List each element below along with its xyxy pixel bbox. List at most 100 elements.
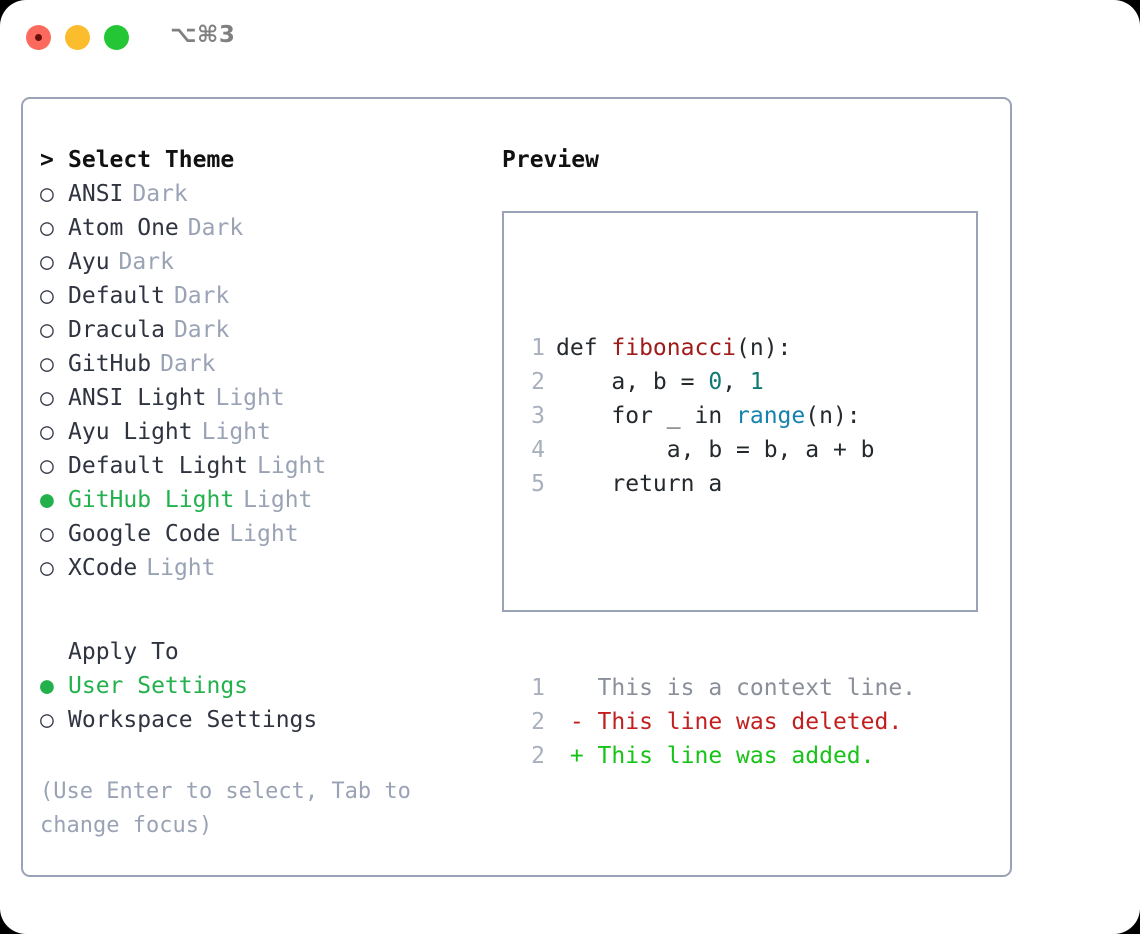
- theme-name: GitHub Light: [68, 487, 235, 513]
- radio-selected-icon[interactable]: ●: [40, 673, 54, 699]
- theme-list-item[interactable]: ○ Default Light Light: [40, 449, 480, 483]
- code-line-text: for _ in range(n):: [545, 399, 861, 433]
- theme-variant-tag: Dark: [173, 283, 230, 309]
- line-number: 2: [531, 369, 545, 395]
- code-token: ,: [722, 369, 750, 395]
- line-number: 2: [531, 743, 545, 769]
- radio-empty-icon[interactable]: ○: [40, 419, 54, 445]
- select-theme-header: > Select Theme: [40, 143, 480, 177]
- apply-to-option[interactable]: ● User Settings: [40, 669, 480, 703]
- theme-name: ANSI: [68, 181, 124, 207]
- code-token: (n):: [736, 335, 792, 361]
- theme-list-item[interactable]: ○ ANSI Dark: [40, 177, 480, 211]
- diff-line: 1 This is a context line.: [519, 671, 916, 705]
- theme-variant-tag: Light: [146, 555, 216, 581]
- theme-variant-tag: Dark: [118, 249, 174, 275]
- section-spacer: [40, 585, 480, 635]
- code-line-text: def fibonacci(n):: [545, 331, 791, 365]
- theme-name: Default Light: [68, 453, 249, 479]
- code-line-text: return a: [545, 467, 722, 501]
- title-bar: ⌥⌘3: [0, 0, 1140, 76]
- theme-name: Ayu: [68, 249, 110, 275]
- diff-line: 2 + This line was added.: [519, 739, 916, 773]
- radio-selected-icon[interactable]: ●: [40, 487, 54, 513]
- radio-empty-icon[interactable]: ○: [40, 453, 54, 479]
- theme-list-item[interactable]: ○ Atom One Dark: [40, 211, 480, 245]
- code-line: 5 return a: [519, 467, 916, 501]
- theme-name: XCode: [68, 555, 138, 581]
- line-number: 4: [531, 437, 545, 463]
- radio-empty-icon[interactable]: ○: [40, 317, 54, 343]
- theme-name: Ayu Light: [68, 419, 193, 445]
- code-token: a, b =: [556, 369, 709, 395]
- spacer-bullet: ○: [40, 635, 68, 669]
- traffic-lights: [26, 25, 129, 50]
- radio-empty-icon[interactable]: ○: [40, 351, 54, 377]
- diff-line-text: - This line was deleted.: [556, 709, 903, 735]
- apply-to-label: Apply To: [68, 639, 179, 665]
- radio-empty-icon[interactable]: ○: [40, 385, 54, 411]
- apply-to-option[interactable]: ○Workspace Settings: [40, 703, 480, 737]
- line-number: 5: [531, 471, 545, 497]
- diff-block: 1 This is a context line.2 - This line w…: [519, 671, 916, 773]
- preview-title: Preview: [502, 147, 599, 173]
- line-number: 1: [531, 675, 545, 701]
- code-token: def: [556, 335, 612, 361]
- radio-empty-icon[interactable]: ○: [40, 215, 54, 241]
- minimize-light-icon[interactable]: [65, 25, 90, 50]
- theme-variant-tag: Light: [243, 487, 313, 513]
- apply-to-option-label: User Settings: [68, 673, 249, 699]
- diff-line-text: + This line was added.: [556, 743, 875, 769]
- radio-empty-icon[interactable]: ○: [40, 555, 54, 581]
- diff-line: 2 - This line was deleted.: [519, 705, 916, 739]
- page-title: Select Theme: [68, 147, 235, 173]
- radio-empty-icon[interactable]: ○: [40, 283, 54, 309]
- theme-list-item[interactable]: ○ Ayu Light Light: [40, 415, 480, 449]
- theme-list-item[interactable]: ○ XCode Light: [40, 551, 480, 585]
- diff-line-text: This is a context line.: [556, 675, 917, 701]
- caret-icon: >: [40, 147, 54, 173]
- theme-variant-tag: Light: [257, 453, 327, 479]
- radio-empty-icon[interactable]: ○: [40, 181, 54, 207]
- theme-list-item[interactable]: ○ Default Dark: [40, 279, 480, 313]
- theme-list-item[interactable]: ● GitHub Light Light: [40, 483, 480, 517]
- theme-list-item[interactable]: ○ Ayu Dark: [40, 245, 480, 279]
- apply-to-header: ○ Apply To: [40, 635, 480, 669]
- code-token: (n):: [805, 403, 861, 429]
- code-token: return a: [556, 471, 723, 497]
- theme-name: Google Code: [68, 521, 221, 547]
- theme-variant-tag: Light: [201, 419, 271, 445]
- code-token: range: [736, 403, 806, 429]
- code-token: 1: [749, 369, 764, 395]
- maximize-light-icon[interactable]: [104, 25, 129, 50]
- theme-variant-tag: Light: [215, 385, 285, 411]
- radio-empty-icon[interactable]: ○: [40, 521, 54, 547]
- theme-name: Atom One: [68, 215, 179, 241]
- code-line-text: a, b = 0, 1: [545, 365, 764, 399]
- code-token: fibonacci: [611, 335, 737, 361]
- apply-to-list: ● User Settings ○Workspace Settings: [40, 669, 480, 737]
- theme-variant-tag: Dark: [132, 181, 188, 207]
- code-token: 0: [708, 369, 723, 395]
- code-token: a, b = b, a + b: [556, 437, 875, 463]
- code-line: 4 a, b = b, a + b: [519, 433, 916, 467]
- theme-name: Default: [68, 283, 165, 309]
- theme-variant-tag: Dark: [160, 351, 216, 377]
- code-line: 2 a, b = 0, 1: [519, 365, 916, 399]
- theme-variant-tag: Dark: [187, 215, 244, 241]
- code-line: 3 for _ in range(n):: [519, 399, 916, 433]
- radio-empty-icon[interactable]: ○: [40, 249, 54, 275]
- close-light-icon[interactable]: [26, 25, 51, 50]
- radio-empty-icon[interactable]: ○: [40, 707, 54, 733]
